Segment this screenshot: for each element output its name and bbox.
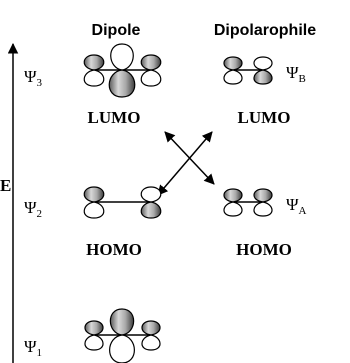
svg-text:ΨA: ΨA (286, 195, 307, 217)
psi3-orbital (83, 43, 162, 98)
svg-text:Ψ1: Ψ1 (24, 337, 42, 359)
psiA-label: ΨA (286, 195, 307, 217)
psi1-label: Ψ1 (24, 337, 42, 359)
svg-text:ΨB: ΨB (286, 63, 306, 85)
interaction-arrow-homo-dipole-to-lumo-dipolarophile (157, 131, 213, 196)
svg-text:Ψ2: Ψ2 (24, 198, 42, 220)
dipolarophile-header: Dipolarophile (214, 22, 316, 39)
psi2-orbital (83, 186, 162, 219)
interaction-arrow-lumo-dipole-to-homo-dipolarophile (164, 131, 215, 185)
psi1-orbital (84, 308, 161, 363)
dipolarophile-lumo-label: LUMO (238, 108, 291, 127)
svg-text:Ψ3: Ψ3 (24, 67, 43, 89)
psiB-label: ΨB (286, 63, 306, 85)
dipole-lumo-label: LUMO (88, 108, 141, 127)
psi3-label: Ψ3 (24, 67, 43, 89)
psiA-orbital (223, 188, 273, 217)
psiB-orbital (223, 56, 273, 85)
psi2-label: Ψ2 (24, 198, 42, 220)
dipole-homo-label: HOMO (86, 240, 142, 259)
dipole-header: Dipole (92, 22, 141, 39)
dipolarophile-homo-label: HOMO (236, 240, 292, 259)
energy-axis-label: E (0, 176, 11, 195)
